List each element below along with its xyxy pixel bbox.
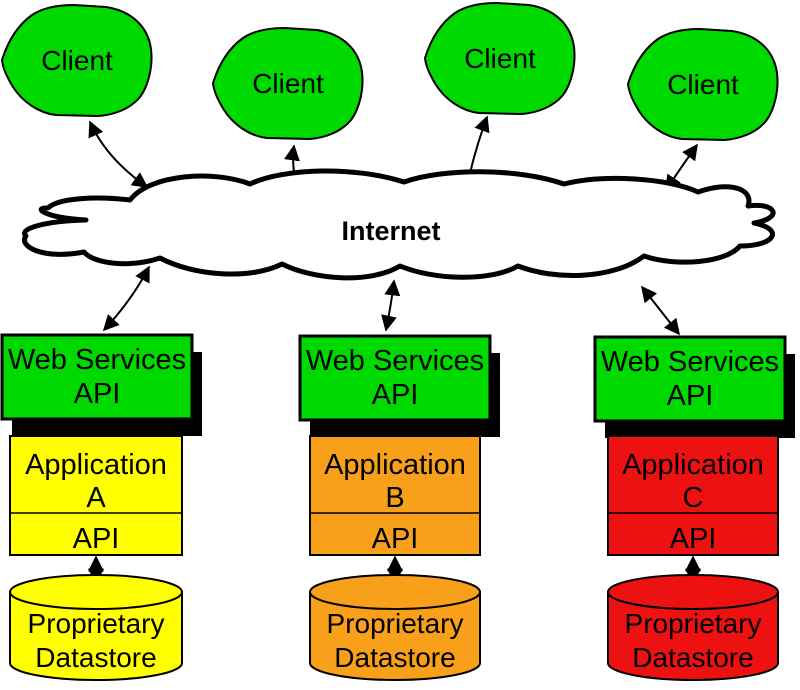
datastore-label-line1-b: Proprietary: [327, 608, 464, 639]
column-b: Web Services API Application B API Propr…: [298, 334, 500, 681]
datastore-cylinder-top-b: [309, 574, 481, 610]
datastore-cylinder-body-c: [607, 591, 779, 681]
column-a: Web Services API Application A API Propr…: [0, 333, 202, 681]
application-label-c: Application: [622, 449, 764, 481]
application-api-label-c: API: [670, 523, 717, 555]
datastore-cylinder-body-b: [309, 591, 481, 681]
application-letter-b: B: [385, 482, 404, 514]
datastore-label-line1-a: Proprietary: [28, 608, 165, 639]
ws-api-label-line1-b: Web Services: [306, 345, 484, 377]
ws-api-box-a: [0, 333, 194, 421]
ws-api-label-line2-a: API: [74, 378, 121, 410]
application-api-label-a: API: [73, 523, 120, 555]
arrow-internet-wsapi-a: [102, 265, 150, 332]
ws-api-label-line1-a: Web Services: [8, 344, 186, 376]
client-nodes: Client Client Client Client: [1, 2, 779, 141]
client-label-2: Client: [252, 68, 324, 99]
datastore-cylinder-top-c: [607, 574, 779, 610]
datastore-label-line1-c: Proprietary: [625, 608, 762, 639]
connector-arrows: [88, 115, 701, 585]
internet-label: Internet: [341, 216, 440, 246]
internet-node: Internet: [22, 168, 776, 281]
application-label-a: Application: [25, 449, 167, 481]
ws-api-box-c: [593, 335, 787, 423]
application-letter-c: C: [683, 482, 704, 514]
ws-api-label-line2-c: API: [667, 380, 714, 412]
application-box-a: [9, 435, 183, 556]
application-box-b: [309, 435, 481, 556]
column-c: Web Services API Application C API Propr…: [593, 335, 795, 681]
datastore-cylinder-top-a: [9, 574, 183, 610]
arrow-client1-internet: [88, 120, 149, 188]
arrow-internet-wsapi-c: [641, 285, 680, 336]
client-label-1: Client: [41, 45, 113, 76]
datastore-label-line2-c: Datastore: [632, 642, 753, 673]
ws-api-label-line1-c: Web Services: [601, 346, 779, 378]
internet-cloud: [22, 168, 776, 281]
datastore-label-line2-b: Datastore: [334, 642, 455, 673]
application-api-label-b: API: [372, 523, 419, 555]
ws-api-box-b: [298, 334, 492, 422]
client-label-3: Client: [464, 43, 536, 74]
application-label-b: Application: [324, 449, 466, 481]
client-label-4: Client: [667, 69, 739, 100]
ws-api-label-line2-b: API: [372, 379, 419, 411]
application-box-c: [607, 435, 779, 556]
arrow-internet-wsapi-b: [381, 279, 401, 332]
datastore-label-line2-a: Datastore: [35, 642, 156, 673]
application-letter-a: A: [86, 482, 106, 514]
datastore-cylinder-body-a: [9, 591, 183, 681]
